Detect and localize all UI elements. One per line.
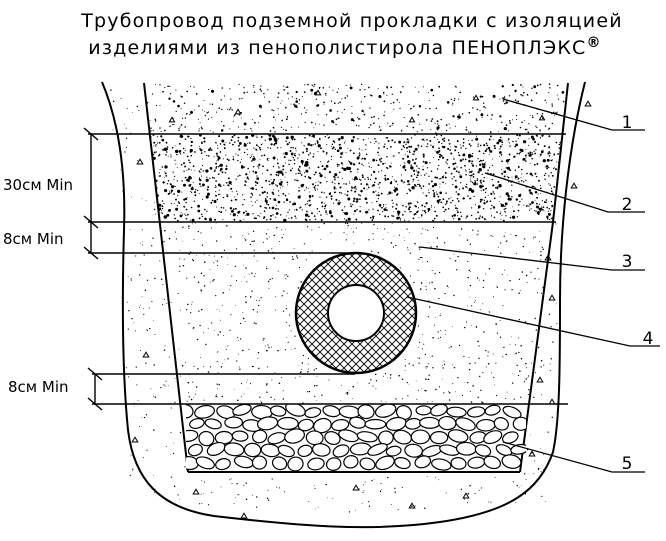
dimension-label-below-pipe: 8см Min (8, 378, 69, 396)
leader-layer-2 (484, 172, 645, 213)
leader-layer-5 (502, 441, 645, 473)
layer-2-texture (144, 133, 568, 223)
dimension-label-above-pipe: 8см Min (3, 230, 64, 248)
pipe-bore (327, 284, 385, 342)
trench-wall-left (143, 82, 189, 473)
dimension-soil-cover (83, 127, 99, 229)
layer-label-4: 4 (643, 329, 654, 349)
excavation-outline (101, 81, 586, 529)
dimension-below-pipe (87, 367, 103, 411)
title-line-1: Трубопровод подземной прокладки с изоляц… (80, 10, 623, 32)
leader-layer-1 (502, 98, 645, 131)
layer-label-3: 3 (622, 252, 633, 272)
leader-lines (406, 98, 660, 473)
gravel-bed-texture (186, 404, 526, 472)
trademark-symbol: ® (587, 35, 602, 51)
leader-layer-4 (406, 296, 660, 347)
layer-label-5: 5 (622, 454, 633, 474)
layer-1-texture (144, 83, 568, 134)
layer-label-2: 2 (622, 195, 633, 215)
leader-layer-3 (419, 246, 645, 271)
dimension-above-pipe (83, 222, 99, 260)
insulated-pipe (294, 251, 418, 375)
layer-label-1: 1 (622, 113, 633, 133)
title-line-2: изделиями из пенополистирола ПЕНОПЛЭКС® (88, 35, 601, 59)
dimension-label-soil-cover: 30см Min (3, 176, 73, 194)
